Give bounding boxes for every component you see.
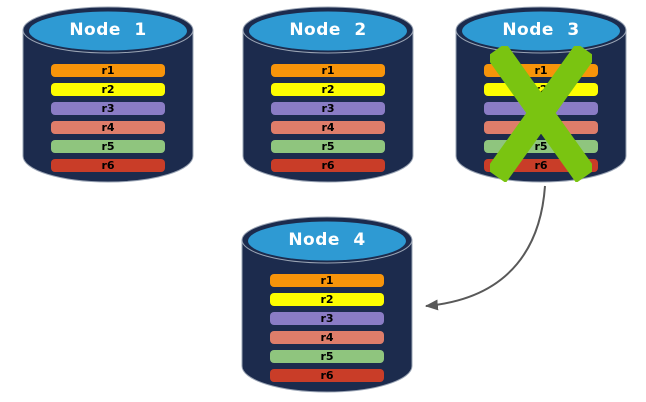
node-title: Node 2 [289, 20, 367, 40]
replica-bar-r6: r6 [270, 369, 384, 382]
cylinder-top-face [248, 221, 406, 261]
node-2: Node 2 r1 r2 r3 r4 r5 r6 [242, 6, 414, 184]
replica-bar-r4: r4 [51, 121, 165, 134]
failure-x-icon [490, 46, 592, 182]
cylinder-top-face [249, 11, 407, 51]
replica-bar-r2: r2 [271, 83, 385, 96]
replica-bar-r5: r5 [270, 350, 384, 363]
node-title: Node 4 [288, 230, 366, 250]
replica-bar-r6: r6 [51, 159, 165, 172]
replica-bar-r2: r2 [51, 83, 165, 96]
replica-bar-r3: r3 [271, 102, 385, 115]
replica-bar-r2: r2 [270, 293, 384, 306]
node-1: Node 1 r1 r2 r3 r4 r5 r6 [22, 6, 194, 184]
replica-bar-r5: r5 [271, 140, 385, 153]
failover-arrow-path [424, 185, 546, 311]
replica-bar-r4: r4 [270, 331, 384, 344]
replica-bar-r1: r1 [51, 64, 165, 77]
cylinder-top-face [462, 11, 620, 51]
replica-stack: r1 r2 r3 r4 r5 r6 [51, 64, 165, 178]
replica-bar-r1: r1 [271, 64, 385, 77]
node-4: Node 4 r1 r2 r3 r4 r5 r6 [241, 216, 413, 394]
replica-bar-r3: r3 [51, 102, 165, 115]
node-3: Node 3 r1 r2 r3 r4 r5 r6 [455, 6, 627, 184]
replica-bar-r4: r4 [271, 121, 385, 134]
node-title: Node 3 [502, 20, 580, 40]
replica-bar-r6: r6 [271, 159, 385, 172]
replica-stack: r1 r2 r3 r4 r5 r6 [271, 64, 385, 178]
replica-bar-r1: r1 [270, 274, 384, 287]
replica-bar-r3: r3 [270, 312, 384, 325]
x-mark-strokes [490, 46, 592, 182]
replica-bar-r5: r5 [51, 140, 165, 153]
replica-stack: r1 r2 r3 r4 r5 r6 [270, 274, 384, 388]
cylinder-top-face [29, 11, 187, 51]
node-title: Node 1 [69, 20, 147, 40]
